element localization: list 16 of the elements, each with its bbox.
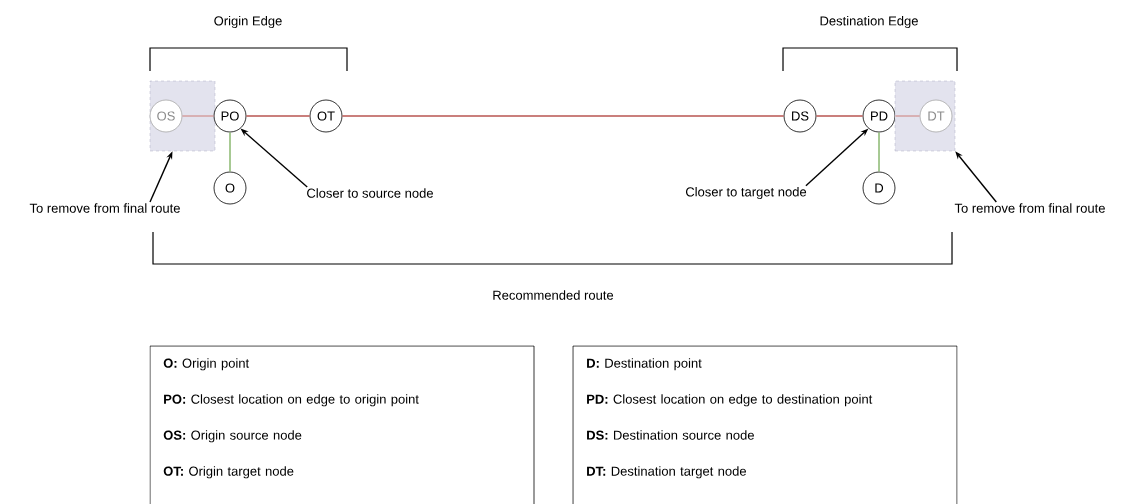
key-box: O: Origin point PO: Closest location on edge to origin point OS: Origin source node OT: Origin target node [149, 345, 535, 504]
bracket-label: Destination Edge [820, 15, 918, 29]
annotation-text: Closer to source node [307, 188, 433, 198]
route-line [894, 115, 921, 117]
annotation-text: Closer to target node [685, 186, 807, 200]
route-line [181, 115, 215, 117]
annotation-text: To remove from final route [954, 203, 1105, 213]
bracket-label: Recommended route [493, 290, 614, 300]
key-box: D: Destination point PD: Closest location on edge to destination point DS: Destination source node DT: Destination target node [572, 345, 958, 504]
route-line [341, 115, 785, 117]
route-line [229, 131, 231, 173]
bracket-label: Origin Edge [214, 15, 282, 29]
annotation-text: To remove from final route [29, 203, 180, 213]
route-line [878, 131, 880, 173]
route-line [815, 115, 864, 117]
route-line [245, 115, 311, 117]
